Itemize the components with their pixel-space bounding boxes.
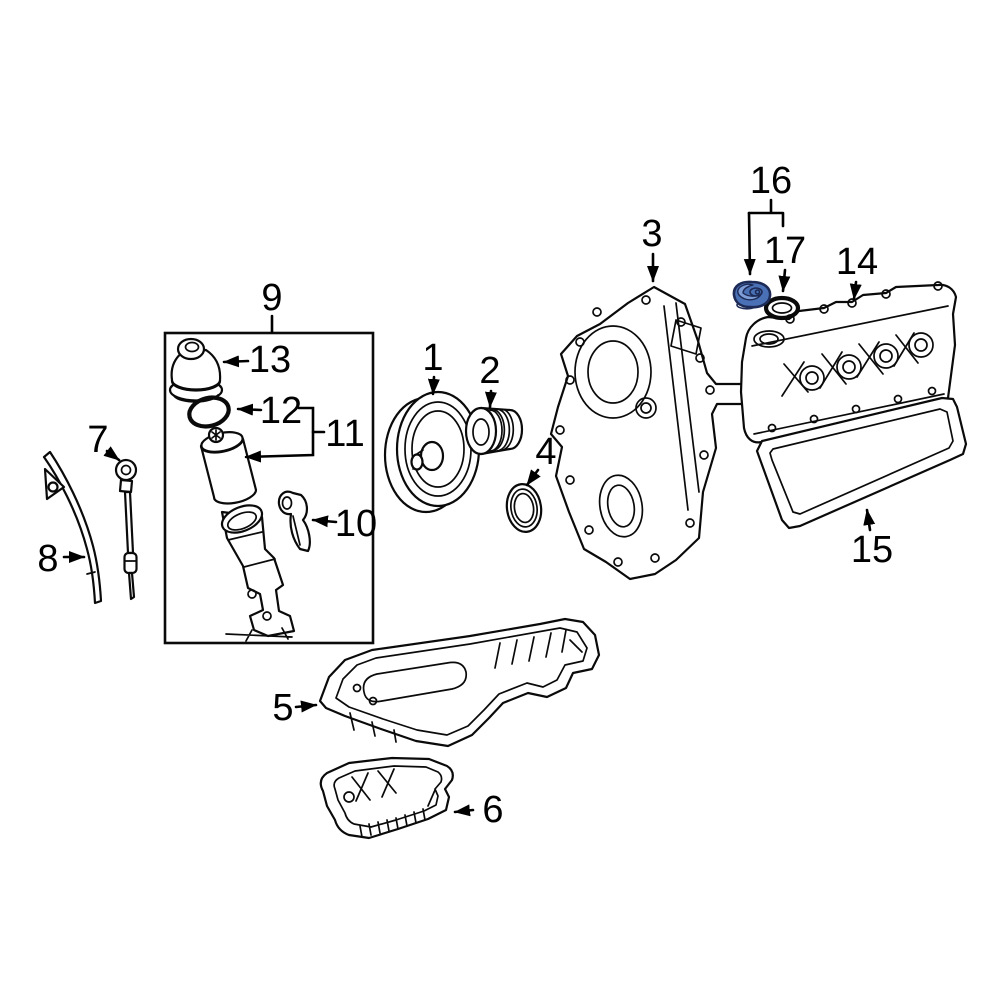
- callout-5: 5: [272, 687, 318, 729]
- part-upper-oil-pan: [318, 617, 601, 748]
- part-number-label: 15: [851, 529, 893, 571]
- callout-17: 17: [764, 230, 806, 293]
- part-number-label: 8: [37, 538, 58, 580]
- part-valve-cover-gasket: [755, 396, 968, 530]
- part-cap-o-ring: [187, 395, 231, 429]
- part-filter-housing: [220, 504, 296, 642]
- callout-2: 2: [479, 350, 501, 409]
- callout-10: 10: [311, 503, 377, 545]
- callout-7: 7: [87, 419, 121, 462]
- part-timing-cover: [549, 285, 752, 581]
- part-retaining-clip: [277, 490, 311, 553]
- callout-15: 15: [851, 508, 893, 571]
- part-crankshaft-seal: [505, 483, 543, 533]
- part-lower-oil-pan: [319, 756, 454, 840]
- callout-8: 8: [37, 538, 86, 580]
- part-oil-dipstick: [114, 458, 138, 601]
- callout-4: 4: [525, 431, 557, 487]
- part-number-label: 10: [335, 503, 377, 545]
- part-filler-cap-seal: [763, 295, 801, 321]
- part-number-label: 9: [261, 277, 282, 319]
- part-number-label: 2: [479, 350, 500, 392]
- part-number-label: 11: [325, 413, 364, 455]
- part-dipstick-tube: [42, 450, 103, 605]
- callout-14: 14: [836, 241, 878, 301]
- part-oil-filter-cap: [168, 337, 224, 403]
- callout-6: 6: [453, 789, 504, 831]
- callout-11: 11: [244, 406, 365, 463]
- part-number-label: 6: [482, 789, 503, 831]
- part-number-label: 1: [422, 337, 443, 379]
- callout-3: 3: [641, 213, 663, 283]
- part-idler-pulley: [464, 406, 524, 456]
- part-number-label: 12: [260, 390, 302, 432]
- part-number-label: 17: [764, 230, 806, 272]
- part-number-label: 14: [836, 241, 878, 283]
- part-valve-cover: [739, 281, 958, 444]
- part-number-label: 5: [272, 687, 293, 729]
- part-number-label: 13: [249, 339, 291, 381]
- callout-12: 12: [236, 390, 302, 432]
- callout-16: 16: [743, 160, 792, 276]
- part-number-label: 7: [87, 419, 108, 461]
- part-number-label: 4: [535, 431, 556, 473]
- part-oil-filler-cap-highlighted: [732, 280, 772, 310]
- part-oil-filter-element: [199, 426, 258, 505]
- callout-9: 9: [261, 277, 283, 334]
- callout-1: 1: [422, 337, 444, 396]
- part-group-box: [163, 331, 375, 645]
- callout-13: 13: [222, 339, 291, 381]
- part-number-label: 16: [750, 160, 792, 202]
- part-number-label: 3: [641, 213, 662, 255]
